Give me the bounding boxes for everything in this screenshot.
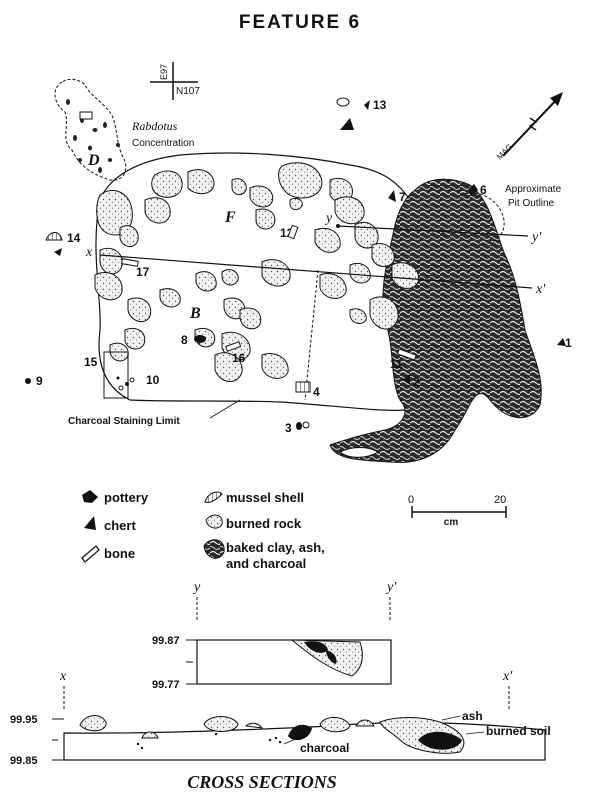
rabdotus-concentration: Rabdotus Concentration D — [54, 78, 194, 181]
profile-x: x x' 99.95 99.85 ash burned soil charcoa… — [10, 669, 551, 767]
artifact-symbols — [25, 97, 566, 430]
item-16: 16 — [232, 351, 246, 365]
pit-outline-label-2: Pit Outline — [508, 198, 555, 209]
item-13: 13 — [373, 98, 387, 112]
rabdotus-subtitle: Concentration — [132, 138, 194, 149]
area-b-label: B — [189, 305, 201, 322]
profile-x-label: x — [59, 669, 67, 684]
legend-bone: bone — [104, 546, 135, 561]
item-2: 2 — [413, 375, 420, 389]
grid-marker: E97 N107 — [150, 62, 200, 100]
page-title: FEATURE 6 — [239, 12, 361, 33]
ash-label: ash — [462, 709, 483, 723]
baked-clay-tail — [339, 447, 379, 458]
rabdotus-title: Rabdotus — [131, 119, 178, 133]
internal-dashed-line — [304, 269, 319, 401]
item-14: 14 — [67, 231, 81, 245]
item-8: 8 — [181, 333, 188, 347]
item-10: 10 — [146, 373, 160, 387]
mussel-shell-icon — [204, 491, 223, 503]
burned-rock-icon — [205, 514, 223, 529]
item-15: 15 — [84, 355, 98, 369]
pottery-icon — [82, 490, 98, 503]
mag-label: MAG — [495, 142, 514, 161]
chert-icon — [84, 516, 96, 530]
area-d-label: D — [87, 152, 100, 169]
section-line-x: x x' — [85, 245, 546, 297]
baked-clay-icon — [203, 539, 225, 559]
burned-soil-label: burned soil — [486, 724, 551, 738]
grid-east-label: E97 — [159, 64, 169, 80]
item-11: 11 — [390, 357, 403, 371]
item-17: 17 — [136, 265, 150, 279]
scale-unit: cm — [444, 517, 459, 528]
charcoal-label: charcoal — [300, 741, 349, 755]
north-arrow-icon: MAG — [495, 92, 563, 161]
section-y-label: y — [324, 211, 333, 226]
scale-start: 0 — [408, 494, 414, 506]
item-9: 9 — [36, 374, 43, 388]
legend-pottery: pottery — [104, 490, 149, 505]
grid-north-label: N107 — [176, 86, 200, 97]
pit-outline-label-1: Approximate — [505, 184, 562, 195]
legend-baked-1: baked clay, ash, — [226, 540, 325, 555]
section-x-prime-label: x' — [535, 282, 546, 297]
profile-x-bottom: 99.85 — [10, 755, 38, 767]
item-7: 7 — [399, 190, 406, 204]
cross-sections-title: CROSS SECTIONS — [187, 772, 337, 792]
legend-burned-rock: burned rock — [226, 516, 302, 531]
profile-y-prime-label: y' — [385, 580, 397, 595]
bone-icon — [81, 545, 100, 563]
profile-x-top: 99.95 — [10, 714, 38, 726]
section-line-y: y y' — [324, 211, 542, 245]
item-3: 3 — [285, 421, 292, 435]
charcoal-limit-label: Charcoal Staining Limit — [68, 416, 180, 427]
artifact-numbers: 1 2 3 4 6 7 8 9 10 11 12 13 14 15 16 17 — [36, 98, 572, 435]
profile-x-prime-label: x' — [502, 669, 513, 684]
item-1: 1 — [565, 336, 572, 350]
item-4: 4 — [313, 385, 320, 399]
legend: pottery chert bone mussel shell burned r… — [81, 490, 325, 571]
area-f-label: F — [224, 209, 236, 226]
profile-y: y y' 99.87 99.77 — [152, 580, 397, 691]
scale-bar: 0 20 cm — [408, 494, 507, 528]
section-x-label: x — [85, 245, 93, 260]
legend-mussel: mussel shell — [226, 490, 304, 505]
pit-outline — [459, 192, 505, 246]
scale-end: 20 — [494, 494, 506, 506]
burned-rocks — [94, 162, 420, 382]
profile-y-top: 99.87 — [152, 635, 180, 647]
profile-y-bottom: 99.77 — [152, 679, 180, 691]
legend-chert: chert — [104, 518, 136, 533]
legend-baked-2: and charcoal — [226, 556, 306, 571]
section-y-prime-label: y' — [530, 230, 542, 245]
profile-y-label: y — [192, 580, 201, 595]
item-6: 6 — [480, 183, 487, 197]
